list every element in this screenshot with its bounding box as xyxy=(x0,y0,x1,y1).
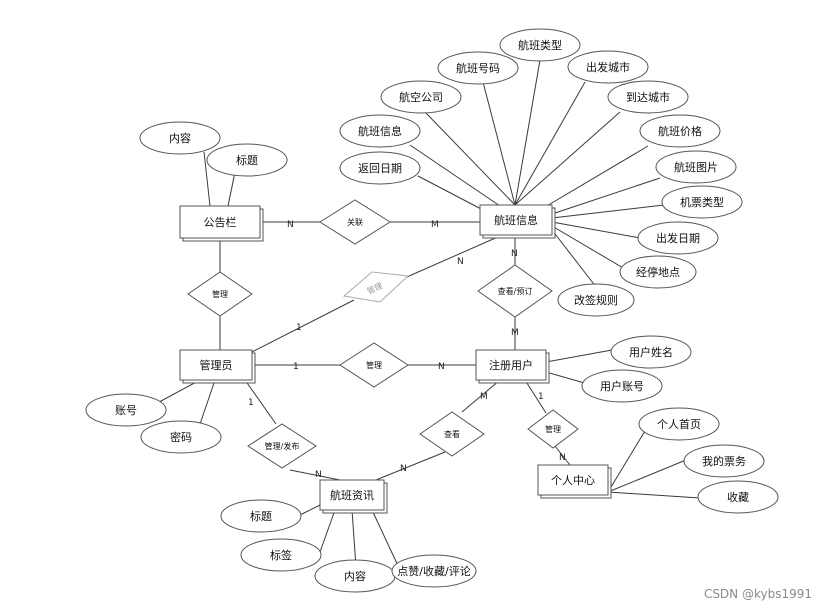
attr-flight-price-label: 航班价格 xyxy=(658,124,702,138)
attr-flight-number: 航班号码 xyxy=(437,51,519,85)
rel-view-news-label: 查看 xyxy=(444,429,460,439)
attr-home-page-label: 个人首页 xyxy=(657,417,701,431)
rel-view-news: 查看 xyxy=(419,411,485,457)
attr-admin-password: 密码 xyxy=(140,420,222,454)
card-relate-flight: M xyxy=(431,220,439,230)
attr-user-name: 用户姓名 xyxy=(610,335,692,369)
attr-arrival-city-label: 到达城市 xyxy=(626,90,670,104)
attr-admin-account: 账号 xyxy=(85,393,167,427)
rel-manage-publish-label: 管理/发布 xyxy=(265,441,300,451)
rel-relate-label: 关联 xyxy=(347,217,363,227)
attr-return-date-label: 返回日期 xyxy=(358,162,402,175)
card-admin-manage: 1 xyxy=(293,362,299,372)
attr-arrival-city: 到达城市 xyxy=(607,80,689,114)
attr-departure-date: 出发日期 xyxy=(637,221,719,255)
rel-manage-flight: 管理 xyxy=(342,271,410,303)
entity-admin-label: 管理员 xyxy=(200,358,233,372)
entity-flight: 航班信息 xyxy=(479,204,556,239)
attr-flight-info: 航班信息 xyxy=(339,114,421,148)
attr-ticket-type: 机票类型 xyxy=(661,185,743,219)
attr-ticket-type-label: 机票类型 xyxy=(680,195,724,209)
card-manage-admin: 1 xyxy=(296,323,302,333)
attr-departure-city: 出发城市 xyxy=(567,50,649,84)
attr-news-title: 标题 xyxy=(220,499,302,533)
entity-user-label: 注册用户 xyxy=(489,358,533,372)
rel-manage-user-label: 管理 xyxy=(366,360,382,370)
card-news-view: N xyxy=(400,464,407,474)
rel-view-book: 查看/预订 xyxy=(477,264,553,318)
attr-change-rules: 改签规则 xyxy=(557,283,635,317)
attr-change-rules-label: 改签规则 xyxy=(574,293,618,307)
attr-bulletin-content: 内容 xyxy=(139,121,221,155)
card-flight-manage: N xyxy=(457,257,464,267)
attr-admin-password-label: 密码 xyxy=(170,430,192,444)
attr-bulletin-content-label: 内容 xyxy=(169,131,191,145)
entity-flight-label: 航班信息 xyxy=(494,213,538,227)
attr-user-account: 用户账号 xyxy=(581,369,663,403)
attr-news-tags-label: 标签 xyxy=(270,548,292,562)
connector-lines xyxy=(147,59,701,571)
rel-manage-center: 管理 xyxy=(527,409,579,449)
card-bulletin-relate: N xyxy=(287,220,294,230)
card-view-user2: M xyxy=(480,392,488,402)
attr-home-page: 个人首页 xyxy=(638,407,720,441)
attr-departure-date-label: 出发日期 xyxy=(656,231,700,245)
card-manage-user: N xyxy=(438,362,445,372)
entity-news: 航班资讯 xyxy=(319,479,388,514)
rel-manage-bulletin: 管理 xyxy=(187,271,253,317)
entity-user: 注册用户 xyxy=(475,349,550,384)
attr-bulletin-title: 标题 xyxy=(206,143,288,177)
attr-news-content-label: 内容 xyxy=(344,569,366,583)
entity-center: 个人中心 xyxy=(537,464,612,499)
card-user-center: 1 xyxy=(538,392,544,402)
card-center-manage: N xyxy=(559,453,566,463)
attr-return-date: 返回日期 xyxy=(339,151,421,185)
attr-flight-number-label: 航班号码 xyxy=(456,61,500,75)
rel-manage-bulletin-label: 管理 xyxy=(212,289,228,299)
rel-relate: 关联 xyxy=(319,199,391,245)
attr-news-actions-label: 点赞/收藏/评论 xyxy=(397,564,470,578)
attr-flight-type: 航班类型 xyxy=(499,28,581,62)
entity-bulletin: 公告栏 xyxy=(179,205,264,242)
cardinality-labels: N M N 1 N M 1 N 1 N N M 1 N xyxy=(248,220,566,480)
attr-news-tags: 标签 xyxy=(240,538,322,572)
rel-manage-user: 管理 xyxy=(339,342,409,388)
attr-flight-type-label: 航班类型 xyxy=(518,38,562,52)
attr-admin-account-label: 账号 xyxy=(115,404,137,417)
attr-user-account-label: 用户账号 xyxy=(600,379,644,393)
rel-manage-center-label: 管理 xyxy=(545,424,561,434)
card-view-user: M xyxy=(511,328,519,338)
card-flight-view: N xyxy=(511,249,518,259)
attr-flight-price: 航班价格 xyxy=(639,114,721,148)
watermark: CSDN @kybs1991 xyxy=(704,587,812,601)
rel-view-book-label: 查看/预订 xyxy=(498,286,533,296)
attr-news-actions: 点赞/收藏/评论 xyxy=(391,554,477,588)
attr-user-name-label: 用户姓名 xyxy=(629,345,673,359)
attr-airline: 航空公司 xyxy=(380,80,462,114)
attr-flight-image: 航班图片 xyxy=(655,150,737,184)
attr-news-title-label: 标题 xyxy=(250,509,272,523)
attr-stopover: 经停地点 xyxy=(619,255,697,289)
attr-airline-label: 航空公司 xyxy=(399,90,443,104)
entity-center-label: 个人中心 xyxy=(551,474,595,487)
attr-flight-info-label: 航班信息 xyxy=(358,124,402,138)
attr-flight-image-label: 航班图片 xyxy=(674,160,718,174)
attr-bulletin-title-label: 标题 xyxy=(236,153,258,167)
entity-bulletin-label: 公告栏 xyxy=(204,215,237,229)
attr-my-tickets: 我的票务 xyxy=(683,444,765,478)
attr-stopover-label: 经停地点 xyxy=(636,265,680,279)
rel-manage-publish: 管理/发布 xyxy=(247,423,317,469)
card-publish-news: N xyxy=(315,470,322,480)
attr-favorites: 收藏 xyxy=(697,480,779,514)
entity-admin: 管理员 xyxy=(179,349,256,384)
card-admin-publish: 1 xyxy=(248,398,254,408)
attr-news-content: 内容 xyxy=(314,559,396,593)
attr-departure-city-label: 出发城市 xyxy=(586,60,630,74)
attr-my-tickets-label: 我的票务 xyxy=(702,454,746,468)
entity-news-label: 航班资讯 xyxy=(330,488,374,502)
attr-favorites-label: 收藏 xyxy=(727,490,749,504)
